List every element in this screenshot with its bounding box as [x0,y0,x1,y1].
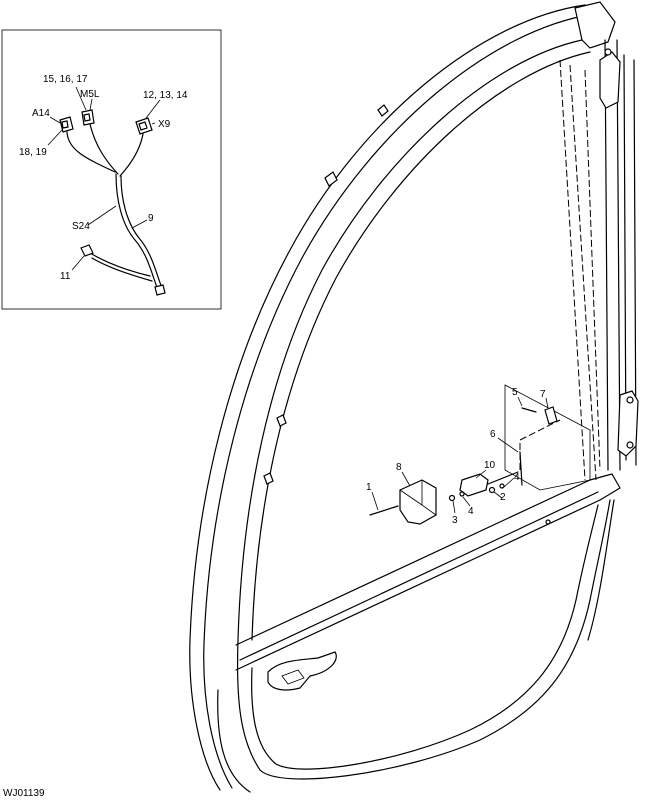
door-frame-outer [203,13,595,789]
harness-wire [119,133,144,177]
label-11: 11 [60,271,71,282]
label-m5l: M5L [80,89,100,100]
harness-end [154,284,166,296]
leader-line [87,205,117,226]
part-10-rod [487,471,519,485]
harness-switch-branch [89,252,151,277]
label-10: 10 [484,460,496,471]
door-frame-inner [251,51,591,641]
part-5-screw [521,407,537,413]
part-8-actuator-face [399,480,437,516]
latch-panel [504,384,591,491]
rear-pillar [604,39,637,471]
connector-x9 [135,117,153,135]
door-frame-inner [237,39,583,641]
belt-rail-end [589,473,621,501]
part-4-washer [459,491,465,497]
frame-clip [324,171,338,187]
leader-line [71,255,85,271]
pillar-bolt [626,396,634,404]
label-12-13-14: 12, 13, 14 [143,90,188,101]
leader-line [493,491,503,499]
leader-line [151,122,156,125]
door-lower-frame [236,499,611,780]
belt-rail [235,479,601,671]
latch-panel-edge [519,419,561,470]
part-4-washer [499,483,505,489]
harness-wire [89,123,119,175]
label-3: 3 [452,515,458,526]
part-2-nut [488,486,496,494]
harness-wire [66,131,116,173]
leader-line [131,219,148,229]
door-assembly: 1 2 3 4 4 5 6 7 8 10 [189,1,639,793]
door-lower-frame [217,499,615,793]
label-18-19: 18, 19 [19,147,47,158]
leader-line [49,116,61,124]
leader-line [401,471,411,487]
leader-line [475,469,487,479]
leader-line [503,477,515,488]
harness-main-trunk [115,173,159,291]
label-2: 2 [500,492,506,503]
leader-line [462,496,471,507]
switch-s24-connector [80,244,94,257]
leader-line [145,99,161,119]
leader-line [497,437,519,453]
label-15-16-17: 15, 16, 17 [43,74,88,85]
label-9: 9 [148,213,154,224]
label-x9: X9 [158,119,171,130]
leader-line [517,396,523,407]
part-1-screw [369,505,399,516]
pillar-bracket [617,390,639,457]
label-s24: S24 [72,221,90,232]
mount-hole [545,519,551,525]
leader-line [545,397,549,409]
pillar-bracket [599,51,621,109]
label-4a: 4 [468,506,474,517]
door-handle-grip [281,669,305,685]
label-5: 5 [512,387,518,398]
leader-line [452,500,456,514]
door-top-hinge-cap [574,1,616,49]
harness-switch-branch [91,257,153,282]
connector-m5l [81,109,95,126]
door-handle [267,651,337,691]
connector-a14 [59,116,74,133]
label-4b: 4 [514,472,520,483]
door-lower-frame [251,504,599,770]
label-8: 8 [396,462,402,473]
part-3-washer [448,494,456,502]
pillar-bolt [626,441,634,449]
pillar-bolt [604,48,612,56]
label-a14: A14 [32,108,50,119]
leader-line [89,98,93,111]
label-1: 1 [366,482,372,493]
label-7: 7 [540,389,546,400]
part-10-linkage [459,473,489,497]
part-6-rod [519,451,523,486]
part-7-clip [544,406,558,425]
inset-border [1,29,222,310]
frame-clip [263,472,274,485]
window-channel [559,59,601,481]
frame-clip [276,414,287,427]
label-6: 6 [490,429,496,440]
wiring-harness-inset: 15, 16, 17 M5L 12, 13, 14 A14 X9 18, 19 … [1,29,222,310]
frame-clip [377,104,389,117]
leader-line [75,86,87,111]
leader-line [371,491,379,511]
door-frame-outer [189,4,586,791]
harness-main-trunk [120,175,163,289]
leader-line [47,129,63,146]
figure-id: WJ01139 [3,788,45,799]
